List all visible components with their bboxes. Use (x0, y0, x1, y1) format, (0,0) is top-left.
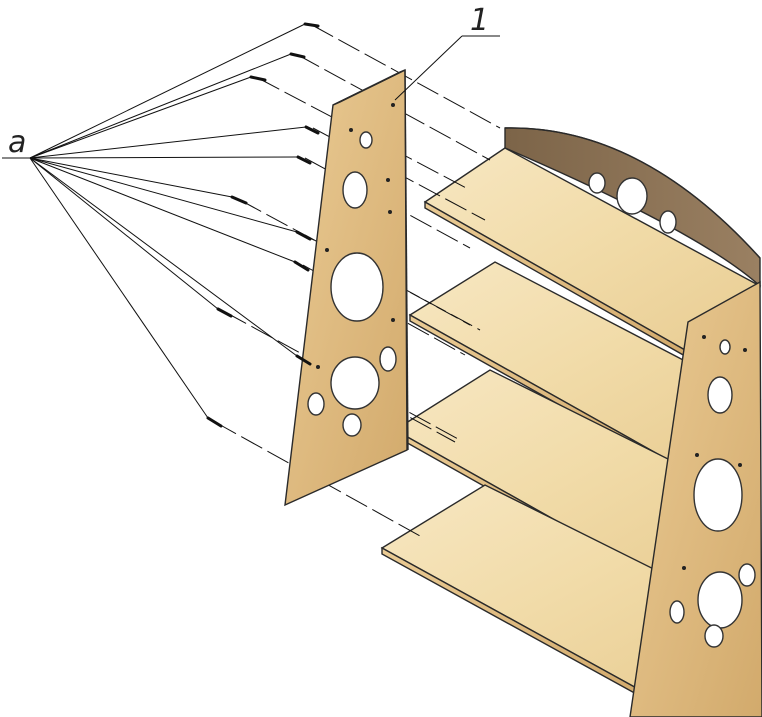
left-hole-top (359, 131, 373, 149)
callout-1-leader (394, 35, 500, 101)
left-hole-bottom (342, 413, 362, 437)
screw-fasteners (206, 22, 320, 428)
left-hole-lower (330, 356, 380, 410)
right-hole-middle (693, 458, 743, 532)
left-hole-middle (330, 252, 384, 322)
right-hole-lower-side (738, 563, 756, 587)
right-hole-upper (707, 376, 733, 414)
back-hole-small-right (659, 210, 677, 234)
right-hole-lower (697, 571, 743, 629)
right-hole-bottom (704, 624, 724, 648)
left-hole-lower-side (379, 346, 397, 372)
callout-a-leaders (2, 23, 307, 419)
right-side-panel (629, 280, 762, 717)
left-side-panel (284, 68, 409, 507)
right-hole-top (719, 339, 731, 355)
back-hole-large (616, 177, 648, 215)
left-hole-upper (342, 171, 368, 209)
left-hole-bottom-left (307, 392, 325, 416)
back-hole-small-left (588, 172, 606, 194)
fastener-callout-label: a (8, 125, 26, 160)
right-hole-bottom-left (669, 600, 685, 624)
part-callout-label: 1 (470, 3, 489, 38)
